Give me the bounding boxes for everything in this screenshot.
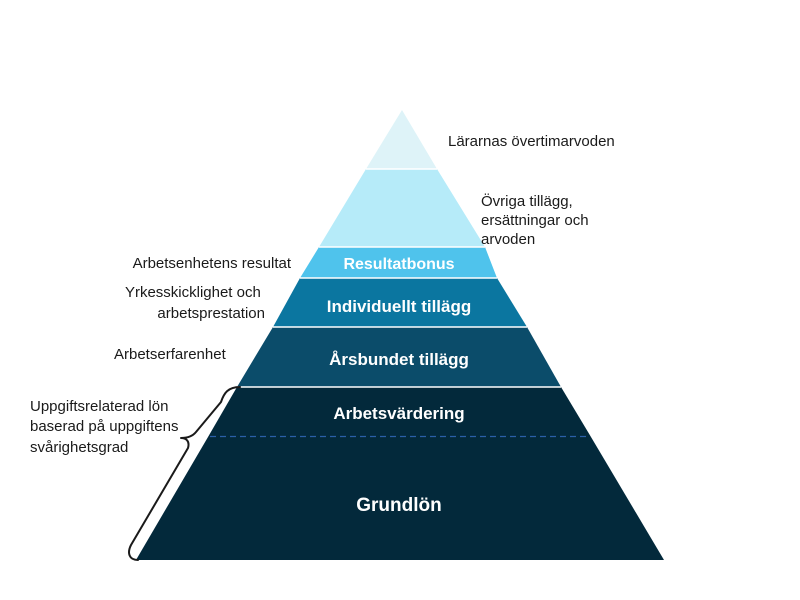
tier-base-salary (136, 437, 664, 560)
annotation-task-based: Uppgiftsrelaterad lön baserad på uppgift… (30, 398, 183, 456)
annotation-task-based-line2: baserad på uppgiftens (30, 418, 178, 435)
annotation-skill-line1: Yrkesskicklighet och (125, 284, 261, 301)
tier-result-bonus (300, 247, 497, 278)
annotation-other-allowances-line2: ersättningar och (481, 212, 589, 229)
tier-label-base-salary: Grundlön (356, 495, 441, 516)
tier-annual-supplement (237, 327, 561, 387)
annotation-other-allowances-line1: Övriga tillägg, (481, 192, 573, 210)
annotation-skill-line2: arbetsprestation (157, 305, 265, 322)
tier-label-job-evaluation: Arbetsvärdering (333, 404, 464, 423)
annotation-task-based-line3: svårighetsgrad (30, 439, 128, 456)
tier-overtime (366, 110, 437, 169)
annotation-experience: Arbetserfarenhet (114, 346, 227, 363)
tier-other-allowances (319, 169, 485, 247)
annotation-other-allowances-line3: arvoden (481, 231, 535, 248)
tier-label-annual-supplement: Årsbundet tillägg (329, 350, 469, 369)
grouping-brace (128, 386, 241, 561)
tier-job-evaluation (208, 387, 591, 437)
tier-separators (237, 168, 561, 388)
tier-label-individual-supplement: Individuellt tillägg (327, 297, 472, 316)
tier-label-result-bonus: Resultatbonus (343, 256, 454, 273)
annotation-unit-result: Arbetsenhetens resultat (133, 255, 292, 272)
annotation-skill: Yrkesskicklighet och arbetsprestation (125, 284, 265, 322)
annotation-overtime: Lärarnas övertimarvoden (448, 133, 615, 150)
tier-individual-supplement (273, 278, 527, 327)
annotation-task-based-line1: Uppgiftsrelaterad lön (30, 398, 168, 415)
annotation-other-allowances: Övriga tillägg, ersättningar och arvoden (481, 192, 593, 248)
